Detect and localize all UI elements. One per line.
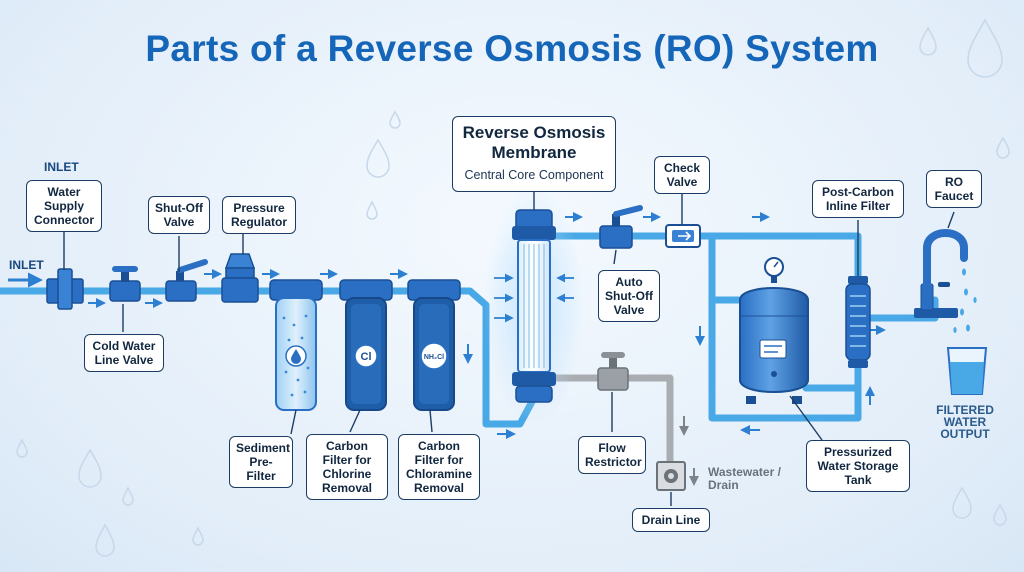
droplet-icon [366, 138, 390, 178]
ro-faucet-label: RO Faucet [926, 170, 982, 208]
water-glass-icon [946, 347, 988, 395]
droplet-icon [192, 526, 204, 546]
ro-membrane-housing [484, 185, 584, 425]
droplet-icon [16, 438, 28, 458]
wastewater-drain-label: Wastewater / Drain [708, 465, 781, 492]
check-valve-label: Check Valve [654, 156, 710, 194]
leader-lines [63, 192, 955, 506]
droplet-icon [366, 200, 378, 220]
carbon-filter-chloramine-canister: NH₂Cl [407, 279, 461, 411]
pressure-regulator-icon [221, 253, 259, 303]
post-carbon-filter-label: Post-Carbon Inline Filter [812, 180, 904, 218]
droplet-icon [993, 503, 1007, 526]
ro-membrane-title: Reverse Osmosis Membrane [462, 123, 606, 162]
water-drop-icon [291, 349, 301, 364]
background-droplets [16, 18, 1010, 557]
droplet-icon [967, 18, 1003, 78]
droplet-icon [78, 448, 102, 488]
droplet-icon [919, 26, 937, 56]
chloramine-symbol: NH₂Cl [424, 354, 444, 361]
membrane-pressure-arrows [494, 273, 574, 323]
droplet-icon [952, 486, 972, 519]
droplet-icon [122, 486, 134, 506]
ro-faucet-icon [914, 229, 977, 333]
flow-restrictor-label: Flow Restrictor [578, 436, 646, 474]
shut-off-valve-label: Shut-Off Valve [148, 196, 210, 234]
pressurized-tank [739, 257, 809, 404]
filtered-output-label: FILTERED WATER OUTPUT [936, 403, 994, 441]
page-title: Parts of a Reverse Osmosis (RO) System [145, 28, 879, 69]
droplet-icon [95, 523, 115, 557]
sediment-pre-filter-label: Sediment Pre-Filter [229, 436, 293, 488]
cold-water-line-valve-icon [109, 266, 141, 302]
drain-outlet-icon [656, 461, 686, 491]
drain-line-label: Drain Line [632, 508, 710, 532]
droplet-icon [996, 136, 1010, 159]
ro-membrane-label: Reverse Osmosis Membrane Central Core Co… [452, 116, 616, 192]
auto-shut-off-valve-label: Auto Shut-Off Valve [598, 270, 660, 322]
water-supply-connector-label: Water Supply Connector [26, 180, 102, 232]
shut-off-valve-icon [165, 259, 208, 302]
auto-shut-off-valve-icon [599, 205, 643, 249]
chlorine-symbol: Cl [361, 351, 372, 363]
droplet-icon [389, 110, 401, 129]
drain-pipe [534, 374, 674, 462]
carbon-filter-chloramine-label: Carbon Filter for Chloramine Removal [398, 434, 480, 500]
cold-water-line-valve-label: Cold Water Line Valve [84, 334, 164, 372]
pressure-regulator-label: Pressure Regulator [222, 196, 296, 234]
carbon-filter-chlorine-canister: Cl [339, 279, 393, 411]
sediment-pre-filter-canister [269, 279, 323, 411]
inlet-heading: INLET [44, 160, 79, 174]
ro-membrane-subtitle: Central Core Component [464, 168, 604, 182]
inlet-arrow-label: INLET [9, 258, 44, 272]
water-supply-connector-icon [46, 268, 84, 310]
pressurized-tank-label: Pressurized Water Storage Tank [806, 440, 910, 492]
check-valve-icon [665, 224, 701, 248]
carbon-filter-chlorine-label: Carbon Filter for Chlorine Removal [306, 434, 388, 500]
drain-arrows [679, 416, 699, 486]
post-carbon-inline-filter [845, 276, 871, 368]
flow-restrictor-icon [597, 352, 629, 391]
